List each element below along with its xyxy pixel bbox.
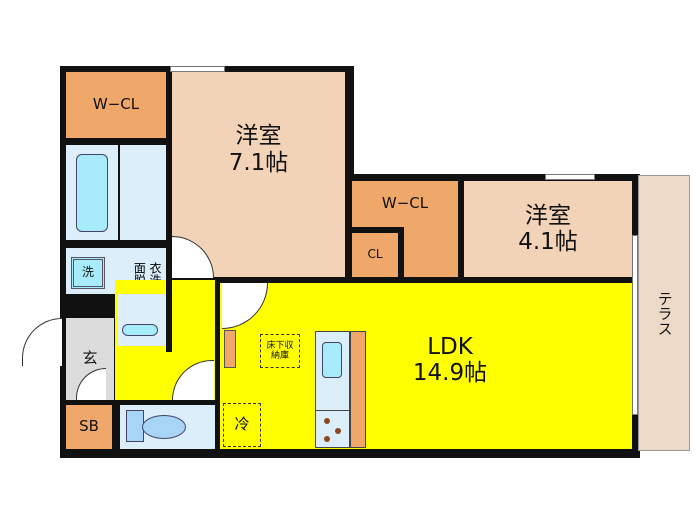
bathroom	[66, 145, 118, 240]
kitchen-backsplash	[350, 331, 366, 448]
washer-label: 洗	[81, 265, 94, 280]
ldk-size: 14.9帖	[412, 360, 488, 386]
underfloor-label: 床下収納庫	[266, 340, 294, 361]
cabinet	[224, 330, 236, 368]
shoe-box: SB	[66, 405, 112, 449]
kitchen-sink-icon	[322, 342, 342, 378]
front-door[interactable]	[22, 318, 62, 366]
window-western1	[170, 66, 225, 72]
dressing-room-lower-cover	[118, 294, 166, 346]
walk-in-closet-2-lower	[404, 227, 458, 277]
stove-burner-icon	[335, 428, 341, 434]
ldk-label: LDK 14.9帖	[380, 320, 520, 400]
bathtub-icon	[76, 153, 108, 232]
wcl1-label: W−CL	[92, 95, 140, 114]
western2-name: 洋室	[525, 202, 571, 229]
kitchen-counter	[315, 331, 350, 448]
ldk-name: LDK	[427, 333, 473, 360]
fridge-space: 冷	[223, 403, 261, 447]
fridge-label: 冷	[234, 415, 250, 434]
ldk-room	[220, 283, 632, 449]
underfloor-storage: 床下収納庫	[260, 334, 300, 368]
bath-wash-area	[120, 145, 166, 240]
western2-size: 4.1帖	[518, 229, 578, 255]
walk-in-closet-2: W−CL	[352, 181, 458, 227]
sliding-window-terrace	[632, 235, 638, 415]
toilet	[120, 405, 215, 449]
cl-label: CL	[367, 247, 383, 262]
wall-dressing	[166, 240, 172, 352]
western-room-1: 洋室 7.1帖	[172, 72, 345, 277]
closet: CL	[352, 233, 398, 277]
washer-space: 洗	[71, 257, 105, 289]
toilet-bowl-icon	[142, 415, 186, 439]
stove-burner-icon	[324, 418, 330, 424]
stove-burner-icon	[324, 436, 330, 442]
walk-in-closet-1: W−CL	[66, 72, 166, 138]
sink-icon	[122, 324, 158, 336]
western-room-2: 洋室 4.1帖	[464, 181, 632, 277]
terrace-label: テラス	[655, 290, 674, 336]
western1-size: 7.1帖	[228, 149, 289, 176]
shoebox-label: SB	[79, 417, 99, 436]
entrance-label: 玄	[82, 349, 98, 368]
western1-name: 洋室	[235, 123, 282, 150]
counter-divider	[316, 410, 349, 411]
terrace: テラス	[638, 175, 690, 451]
wcl2-label: W−CL	[381, 194, 429, 213]
window-western2	[545, 174, 595, 180]
